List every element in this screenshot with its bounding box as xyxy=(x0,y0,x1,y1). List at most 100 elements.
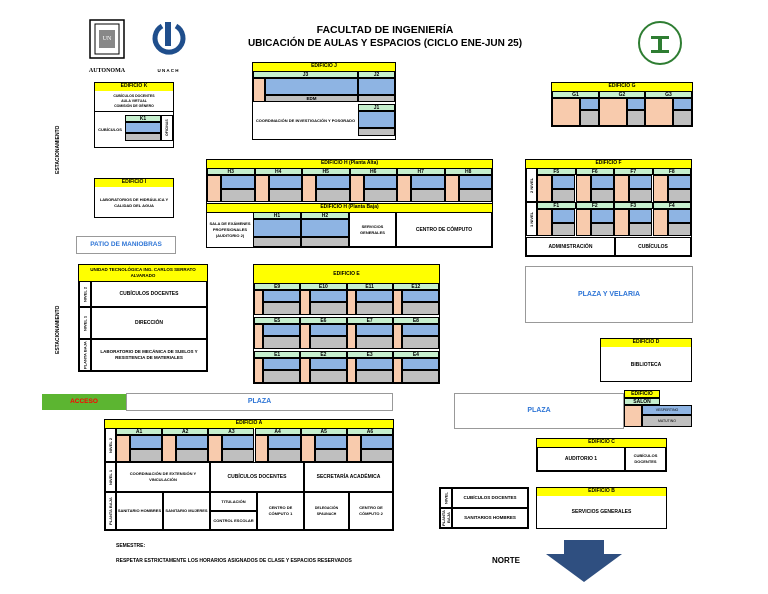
page-subtitle: UBICACIÓN DE AULAS Y ESPACIOS (CICLO ENE… xyxy=(247,38,523,49)
building-f-title: EDIFICIO F xyxy=(526,160,691,168)
room-e1[interactable] xyxy=(263,358,301,370)
room-e5[interactable] xyxy=(263,324,301,336)
room-f1[interactable] xyxy=(552,209,576,223)
legend-salon: SALÓN xyxy=(624,398,660,405)
a-delegacion: DELEGACIÓN SPAUNACH xyxy=(304,492,349,530)
room-e5-pink xyxy=(254,324,264,349)
room-a2[interactable] xyxy=(176,435,209,449)
room-h8-sched xyxy=(458,189,492,202)
room-a6-label: A6 xyxy=(346,428,393,435)
room-e8[interactable] xyxy=(402,324,439,336)
room-e12-sched xyxy=(402,302,439,315)
room-h2[interactable] xyxy=(301,219,349,237)
room-f8[interactable] xyxy=(667,175,691,189)
room-g2[interactable] xyxy=(627,98,645,110)
room-e2[interactable] xyxy=(309,358,347,370)
room-f4[interactable] xyxy=(667,209,691,223)
room-e5-sched xyxy=(263,336,301,349)
building-j: EDIFICIO J J3 J2 EDM COORDINACIÓN DE INV… xyxy=(252,62,396,140)
room-g3[interactable] xyxy=(673,98,692,110)
room-h8-label: H8 xyxy=(444,168,492,175)
room-h6[interactable] xyxy=(363,175,397,189)
building-b: EDIFICIO B SERVICIOS GENERALES xyxy=(536,487,667,529)
room-h1-label: H1 xyxy=(253,212,301,219)
plaza-east: PLAZA xyxy=(454,393,624,429)
c-auditorio: AUDITORIO 1 xyxy=(537,447,625,471)
room-e6-label: E6 xyxy=(300,317,347,324)
k-cubiculos-docentes: CUBÍCULOS DOCENTES xyxy=(113,93,155,98)
room-h7-label: H7 xyxy=(397,168,445,175)
room-h5-pink xyxy=(302,175,317,202)
room-a6[interactable] xyxy=(360,435,393,449)
room-e4-label: E4 xyxy=(392,351,439,358)
room-e2-pink xyxy=(300,358,310,383)
room-h2-label: H2 xyxy=(301,212,349,219)
room-h3[interactable] xyxy=(221,175,255,189)
room-e2-sched xyxy=(309,370,347,383)
room-h3-label: H3 xyxy=(207,168,255,175)
ut-title: UNIDAD TECNOLÓGICA ING. CARLOS SERRATO A… xyxy=(79,265,207,281)
building-h-alta-title: EDIFICIO H (Planta Alta) xyxy=(207,160,492,168)
room-e10[interactable] xyxy=(309,290,347,302)
room-h8[interactable] xyxy=(458,175,492,189)
room-h4-pink xyxy=(254,175,269,202)
parking-label-top: ESTACIONAMIENTO xyxy=(55,125,61,175)
room-e4[interactable] xyxy=(402,358,439,370)
room-e7[interactable] xyxy=(355,324,393,336)
unach-logo xyxy=(148,18,188,68)
room-f5-sched xyxy=(552,189,576,202)
room-j1-label: J1 xyxy=(358,104,395,111)
room-a1-sched xyxy=(129,449,163,462)
room-k1[interactable] xyxy=(125,122,161,133)
a-centro-computo-2: CENTRO DE CÓMPUTO 2 xyxy=(349,492,393,530)
b-nivel: NIVEL xyxy=(440,488,452,508)
room-f3-sched xyxy=(629,223,653,236)
j-pink xyxy=(253,78,265,102)
room-e1-pink xyxy=(254,358,264,383)
room-h1[interactable] xyxy=(253,219,301,237)
building-b-north: NIVEL CUBÍCULOS DOCENTES PLANTA BAJA SAN… xyxy=(439,487,529,529)
room-h4[interactable] xyxy=(268,175,302,189)
legend-vespertino: VESPERTINO xyxy=(642,405,692,415)
room-e11[interactable] xyxy=(355,290,393,302)
footer-semestre: SEMESTRE: xyxy=(116,543,146,549)
legend-edificio: EDIFICIO xyxy=(624,390,660,398)
room-f5[interactable] xyxy=(552,175,576,189)
room-h8-pink xyxy=(444,175,459,202)
k-oficinas: OFICINAS xyxy=(161,115,173,141)
room-f7[interactable] xyxy=(629,175,653,189)
room-a5[interactable] xyxy=(314,435,347,449)
room-h7-sched xyxy=(411,189,445,202)
room-j3[interactable] xyxy=(265,78,358,95)
footer-note: RESPETAR ESTRICTAMENTE LOS HORARIOS ASIG… xyxy=(116,558,352,564)
room-j1[interactable] xyxy=(358,111,395,128)
a-planta-baja: PLANTA BAJA xyxy=(105,492,116,530)
room-f6[interactable] xyxy=(590,175,614,189)
ut-planta-baja: PLANTA BAJA xyxy=(79,339,91,371)
room-h5[interactable] xyxy=(316,175,350,189)
room-f8-label: F8 xyxy=(652,168,691,175)
room-e8-sched xyxy=(402,336,439,349)
building-a: EDIFICIO A NIVEL 2 NIVEL 1 COORDINACIÓN … xyxy=(104,419,394,531)
a-secretaria: SECRETARÍA ACADÉMICA xyxy=(304,462,393,492)
room-e9[interactable] xyxy=(263,290,301,302)
room-e6[interactable] xyxy=(309,324,347,336)
a-nivel-2: NIVEL 2 xyxy=(105,428,116,462)
room-a6-sched xyxy=(360,449,393,462)
room-a3[interactable] xyxy=(222,435,255,449)
room-g1[interactable] xyxy=(580,98,599,110)
room-j2[interactable] xyxy=(358,78,395,95)
north-label: NORTE xyxy=(492,556,520,565)
h-servicios-generales: SERVICIOS GENERALES xyxy=(349,212,396,247)
room-a2-sched xyxy=(176,449,209,462)
room-a1[interactable] xyxy=(129,435,163,449)
room-h7[interactable] xyxy=(411,175,445,189)
room-e12[interactable] xyxy=(402,290,439,302)
room-f2-pink xyxy=(575,209,591,236)
room-e3[interactable] xyxy=(355,358,393,370)
room-f3[interactable] xyxy=(629,209,653,223)
ut-laboratorio: LABORATORIO DE MECÁNICA DE SUELOS Y RESI… xyxy=(91,339,207,371)
room-a4[interactable] xyxy=(268,435,301,449)
room-f2[interactable] xyxy=(590,209,614,223)
